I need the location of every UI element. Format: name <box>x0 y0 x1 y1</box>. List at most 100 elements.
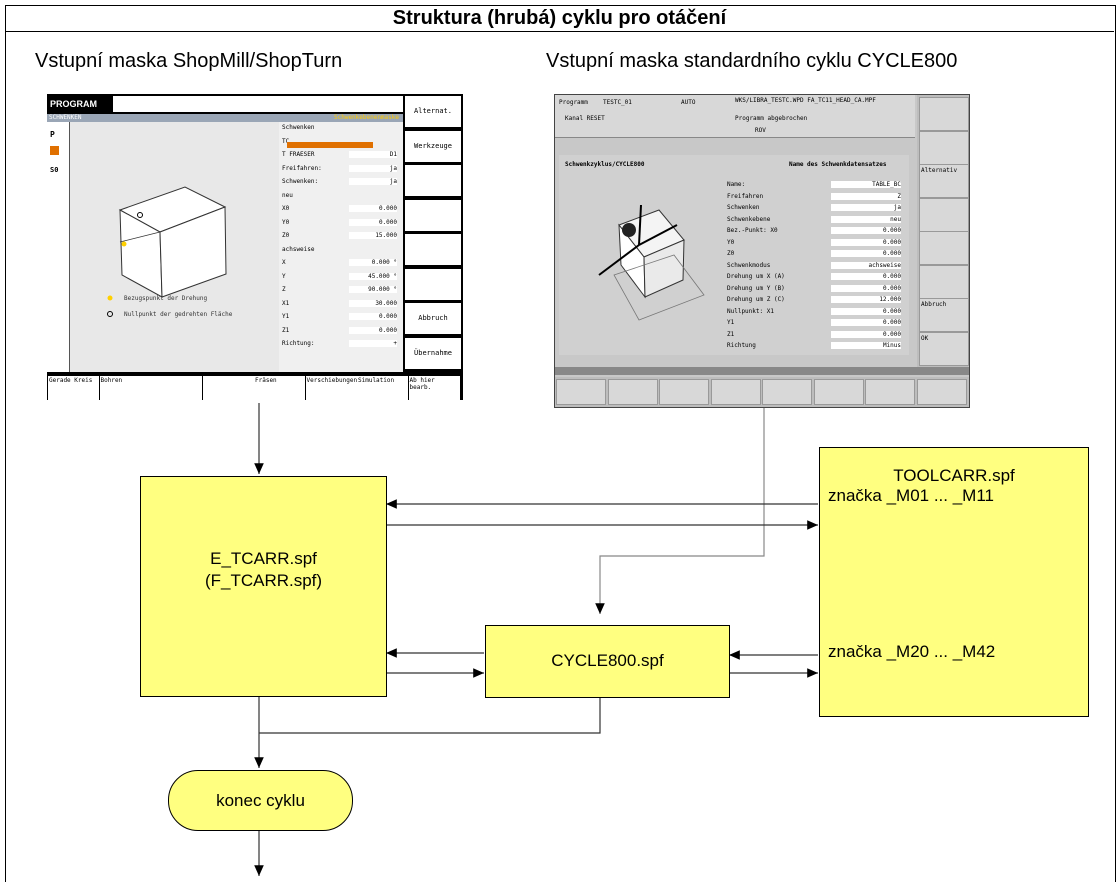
cy-softkey-right[interactable] <box>919 97 969 131</box>
sm-softkey-right[interactable] <box>405 199 461 231</box>
cy-softkey-right[interactable] <box>919 231 969 265</box>
sm-softkey-bottom[interactable] <box>202 376 254 400</box>
screen-title-strip: SCHWENKEN Schwenkebenenmaske <box>47 114 403 122</box>
sm-field-value[interactable]: 0.000 <box>349 326 397 334</box>
cy-field-value[interactable]: achsweise <box>831 261 901 269</box>
sm-field-label: achsweise <box>282 245 315 253</box>
cy-softkey-right[interactable]: Alternativ <box>919 164 969 198</box>
sm-softkey-bottom[interactable]: Ab hier bearb. <box>408 376 460 400</box>
sm-field-label: Z0 <box>282 232 290 239</box>
cy-field-value[interactable]: 0.000 <box>831 273 901 280</box>
cy-softkey-right[interactable]: OK <box>919 331 969 366</box>
header-program: Programm <box>559 99 588 106</box>
toolcarr-marks-m20: značka _M20 ... _M42 <box>828 642 996 661</box>
cy-softkey-right[interactable] <box>919 264 969 299</box>
graphic-area: Bezugspunkt der Drehung Nullpunkt der ge… <box>70 122 279 372</box>
sm-field-label: Z1 <box>282 326 290 334</box>
sm-field-value[interactable]: 15.000 <box>349 232 397 239</box>
sm-field-value[interactable]: ja <box>349 164 397 172</box>
side-tab-p[interactable]: P <box>50 130 55 139</box>
cy-field-value[interactable]: TABLE_BC <box>831 181 901 188</box>
cy-field-value[interactable]: ja <box>831 204 901 211</box>
cy-field-value[interactable]: 0.000 <box>831 330 901 338</box>
cy-softkey-bottom[interactable] <box>607 379 658 405</box>
sm-field-label: TC <box>282 137 290 145</box>
sm-softkey-right[interactable]: Alternat. <box>405 96 461 127</box>
program-tab[interactable]: PROGRAM <box>47 94 114 114</box>
sm-softkey-bottom[interactable]: Verschiebungen <box>305 376 357 400</box>
sm-field-value[interactable]: 90.000 ° <box>349 286 397 293</box>
sm-softkey-right[interactable] <box>405 234 461 265</box>
cy-softkey-right[interactable] <box>919 197 969 232</box>
cycle800-label: CYCLE800.spf <box>551 651 664 670</box>
cy-field-label: Schwenkebene <box>727 215 771 223</box>
sm-field-label: X <box>282 259 286 266</box>
sm-softkey-bottom[interactable]: Fräsen <box>254 376 305 400</box>
sm-field-value[interactable]: + <box>349 340 397 347</box>
sm-softkey-right[interactable]: Werkzeuge <box>405 130 461 162</box>
screen-top-strip <box>113 96 403 112</box>
caption-shopmill: Vstupní maska ShopMill/ShopTurn <box>35 50 343 72</box>
cy-softkey-bottom[interactable] <box>659 379 709 405</box>
sm-field-value[interactable]: 45.000 ° <box>349 272 397 280</box>
sm-field-value[interactable]: ja <box>349 178 397 185</box>
cy-field-label: Z1 <box>727 330 735 338</box>
header-path: WKS/LIBRA_TESTC.WPD FA_TC11_HEAD_CA.MPF <box>735 97 876 104</box>
dialog-title: Schwenkzyklus/CYCLE800 <box>565 161 645 168</box>
sm-field-value[interactable]: 0.000 <box>349 313 397 320</box>
cy-softkey-right[interactable] <box>919 130 969 165</box>
cy-field-label: Nullpunkt: X1 <box>727 307 774 315</box>
sm-softkey-right[interactable] <box>405 165 461 196</box>
arrow-cycle800-screen-to-cycle800 <box>595 408 765 614</box>
toolcarr-box: TOOLCARR.spf značka _M01 ... _M11 značka… <box>819 447 1089 717</box>
sm-softkey-bottom[interactable] <box>151 376 202 400</box>
cy-field-value[interactable]: Z <box>831 192 901 200</box>
cy-field-value[interactable]: 0.000 <box>831 250 901 257</box>
cy-field-value[interactable]: 0.000 <box>831 319 901 326</box>
sm-field-value[interactable]: 0.000 <box>349 205 397 212</box>
caption-cycle800: Vstupní maska standardního cyklu CYCLE80… <box>546 50 958 72</box>
sm-field-value[interactable]: 30.000 <box>349 299 397 307</box>
cycle-status-strip <box>555 367 969 375</box>
cy-field-value[interactable]: 0.000 <box>831 227 901 234</box>
side-tab-orange-icon[interactable] <box>50 146 59 155</box>
cy-softkey-bottom[interactable] <box>813 379 864 405</box>
cy-field-value[interactable]: 0.000 <box>831 284 901 292</box>
cy-softkey-bottom[interactable] <box>556 379 606 405</box>
sm-softkey-right[interactable]: Übernahme <box>405 337 461 369</box>
line-cycle800-return <box>259 697 601 734</box>
cy-softkey-bottom[interactable] <box>916 379 967 405</box>
sm-softkey-bottom[interactable]: Bohren <box>99 376 151 400</box>
sm-field-value[interactable]: 0.000 ° <box>349 259 397 266</box>
sm-field-value[interactable]: D1 <box>349 151 397 158</box>
cy-field-label: Y0 <box>727 238 735 246</box>
cy-softkey-bottom[interactable] <box>762 379 812 405</box>
shopmill-screen: PROGRAM SCHWENKEN Schwenkebenenmaske P S… <box>47 94 463 400</box>
cy-field-value[interactable]: neu <box>831 215 901 223</box>
cy-field-value[interactable]: Minus <box>831 342 901 349</box>
cy-field-label: Drehung um Y (B) <box>727 284 785 292</box>
sm-field-value[interactable]: 0.000 <box>349 218 397 226</box>
diagram-title: Struktura (hrubá) cyklu pro otáčení <box>5 5 1114 32</box>
header-rov: ROV <box>755 127 766 134</box>
cy-softkey-bottom[interactable] <box>710 379 761 405</box>
kinematics-graphic <box>598 204 705 321</box>
side-tab-s0[interactable]: S0 <box>50 166 59 174</box>
cy-field-value[interactable]: 12.000 <box>831 296 901 303</box>
cy-field-value[interactable]: 0.000 <box>831 238 901 246</box>
sm-softkey-bottom[interactable]: Simulation <box>357 376 408 400</box>
header-aborted: Programm abgebrochen <box>735 115 808 122</box>
cy-softkey-bottom[interactable] <box>865 379 915 405</box>
sm-softkey-right[interactable] <box>405 268 461 300</box>
header-testc: TESTC_01 <box>603 99 632 106</box>
cy-field-value[interactable]: 0.000 <box>831 307 901 315</box>
sm-field-label: Richtung: <box>282 340 315 347</box>
sm-softkey-right[interactable]: Abbruch <box>405 303 461 334</box>
shopmill-title-left: SCHWENKEN <box>49 114 82 121</box>
sm-field-label: Y0 <box>282 218 290 226</box>
sm-softkey-bottom[interactable]: Gerade Kreis <box>48 376 99 400</box>
sm-field-label: Y1 <box>282 313 290 320</box>
